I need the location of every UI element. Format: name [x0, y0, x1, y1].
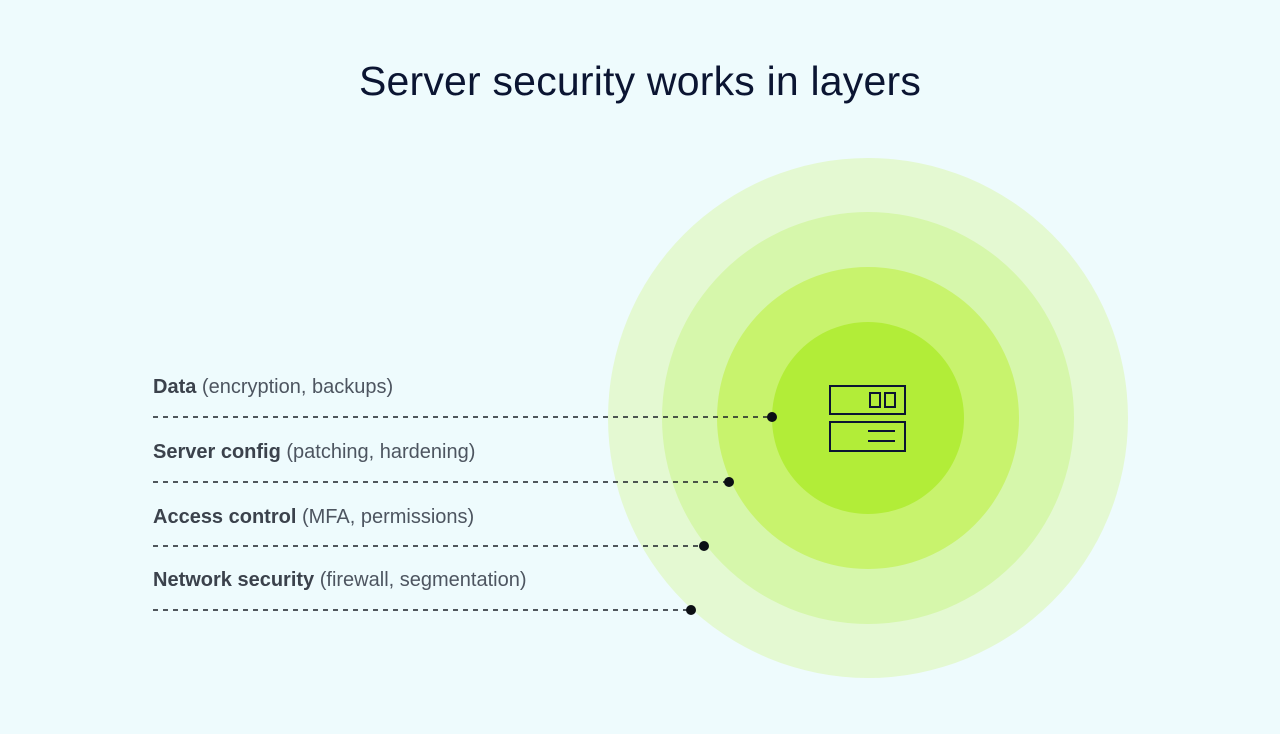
layer-detail: (encryption, backups) [201, 376, 394, 398]
page-title: Server security works in layers [358, 58, 922, 104]
layer-name: Server config [153, 441, 281, 463]
layer-label-data: Data (encryption, backups) [153, 376, 393, 399]
layer-label-server-config: Server config (patching, hardening) [153, 441, 475, 464]
layer-detail: (MFA, permissions) [301, 506, 475, 528]
layer-name: Access control [153, 506, 297, 528]
concentric-rings [608, 158, 1128, 678]
layer-detail: (firewall, segmentation) [319, 569, 527, 591]
layer-name: Data [153, 376, 197, 398]
leader-dot-data [767, 412, 777, 422]
leader-lines [153, 416, 768, 611]
layer-name: Network security [153, 569, 315, 591]
server-icon [829, 385, 906, 452]
ring-data [772, 322, 964, 514]
layer-detail: (patching, hardening) [286, 441, 476, 463]
layer-label-access-control: Access control (MFA, permissions) [153, 506, 474, 529]
leader-dot-access-control [699, 541, 709, 551]
leader-dot-network-security [686, 605, 696, 615]
leader-dot-server-config [724, 477, 734, 487]
leader-dots [686, 412, 777, 615]
layer-label-network-security: Network security (firewall, segmentation… [153, 569, 526, 592]
